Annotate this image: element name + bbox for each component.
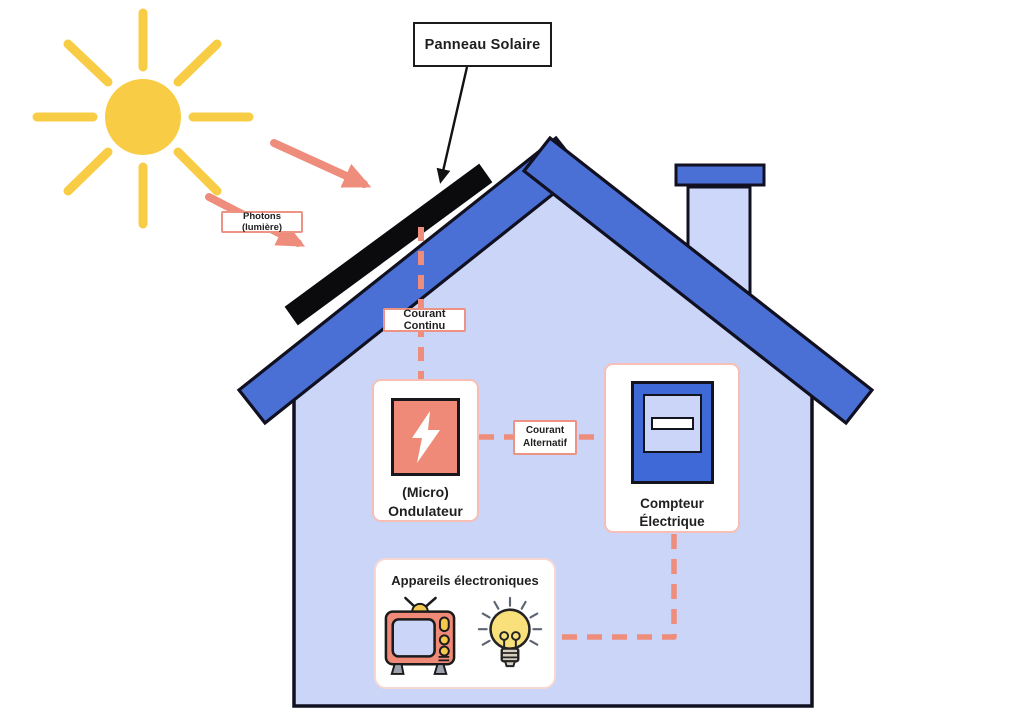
photons-label: Photons (lumière) bbox=[221, 211, 303, 233]
inverter-label: (Micro) Ondulateur bbox=[388, 483, 463, 520]
meter-screen bbox=[642, 394, 702, 453]
ac-current-label-line2: Alternatif bbox=[523, 437, 567, 449]
panel-label: Panneau Solaire bbox=[413, 22, 552, 67]
pointer-arrow-icon bbox=[436, 66, 469, 184]
lightbulb-icon bbox=[477, 596, 543, 668]
electric-meter-icon bbox=[630, 381, 714, 485]
ac-current-label: Courant Alternatif bbox=[513, 420, 577, 455]
meter-to-appliances-connector bbox=[558, 534, 677, 640]
inverter-label-line2: Ondulateur bbox=[388, 502, 463, 519]
appliances-label: Appareils électroniques bbox=[391, 573, 539, 588]
dc-current-label: Courant Continu bbox=[383, 308, 466, 332]
dc-current-label-text: Courant Continu bbox=[403, 308, 446, 332]
meter-label: Compteur Électrique bbox=[639, 496, 705, 530]
roof-right-slope bbox=[521, 135, 875, 426]
inverter-box bbox=[391, 398, 460, 477]
inverter-card: (Micro) Ondulateur bbox=[372, 379, 479, 522]
ac-current-label-line1: Courant bbox=[525, 425, 565, 436]
photons-label-text: Photons (lumière) bbox=[241, 211, 283, 233]
sun-icon bbox=[32, 8, 254, 229]
meter-card: Compteur Électrique bbox=[604, 363, 740, 533]
appliances-card: Appareils électroniques bbox=[374, 558, 556, 689]
inverter-label-line1: (Micro) bbox=[402, 484, 449, 501]
meter-display-slot bbox=[650, 417, 694, 430]
chimney-cap bbox=[674, 163, 766, 187]
television-icon bbox=[384, 596, 456, 675]
lightning-bolt-icon bbox=[411, 411, 440, 464]
solar-panel-shape bbox=[284, 163, 493, 326]
appliance-icons-row bbox=[383, 594, 547, 676]
panel-label-text: Panneau Solaire bbox=[424, 36, 541, 53]
